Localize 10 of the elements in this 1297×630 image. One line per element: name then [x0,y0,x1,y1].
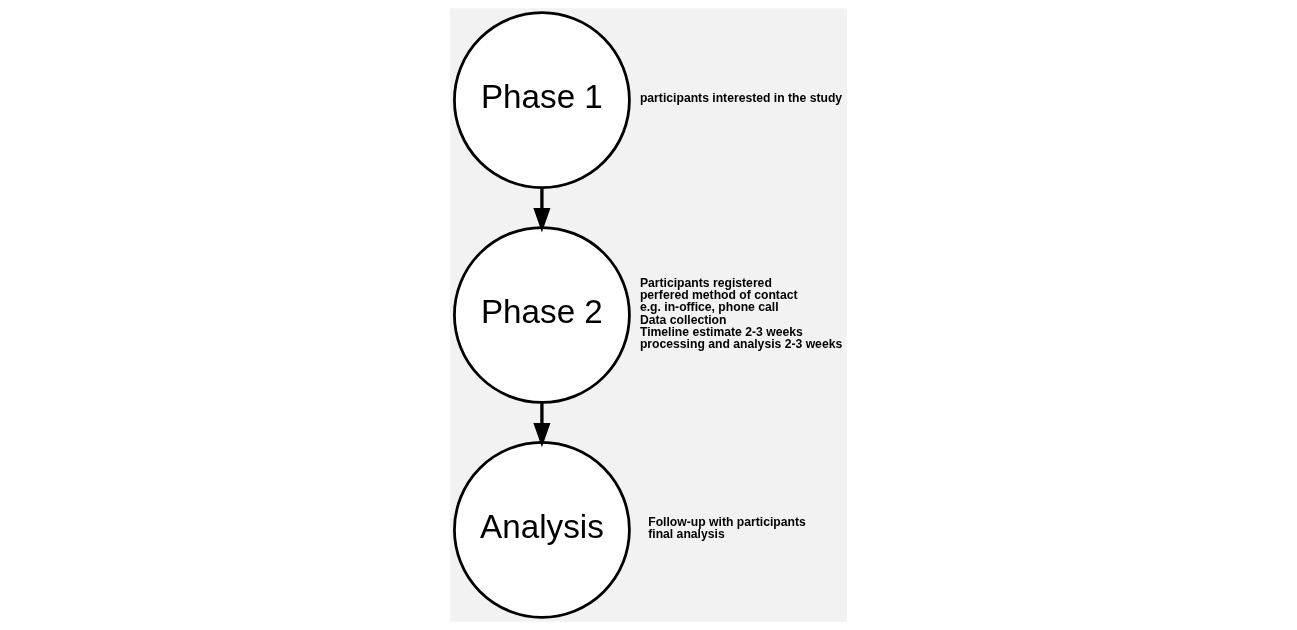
node-label: processing and analysis 2-3 weeks [639,337,843,351]
arrow [533,187,551,233]
node-label: Timeline estimate 2-3 weeks [639,324,803,339]
node-label: participants interested in the study [639,91,843,106]
node-circle: Analysis [453,440,631,619]
node-circle: Phase 2 [453,226,631,404]
node-circle: Phase 1 [453,11,631,190]
node-label: Follow-up with participants [648,515,806,530]
arrow [533,402,551,448]
node-label: Participants registered [639,276,772,291]
